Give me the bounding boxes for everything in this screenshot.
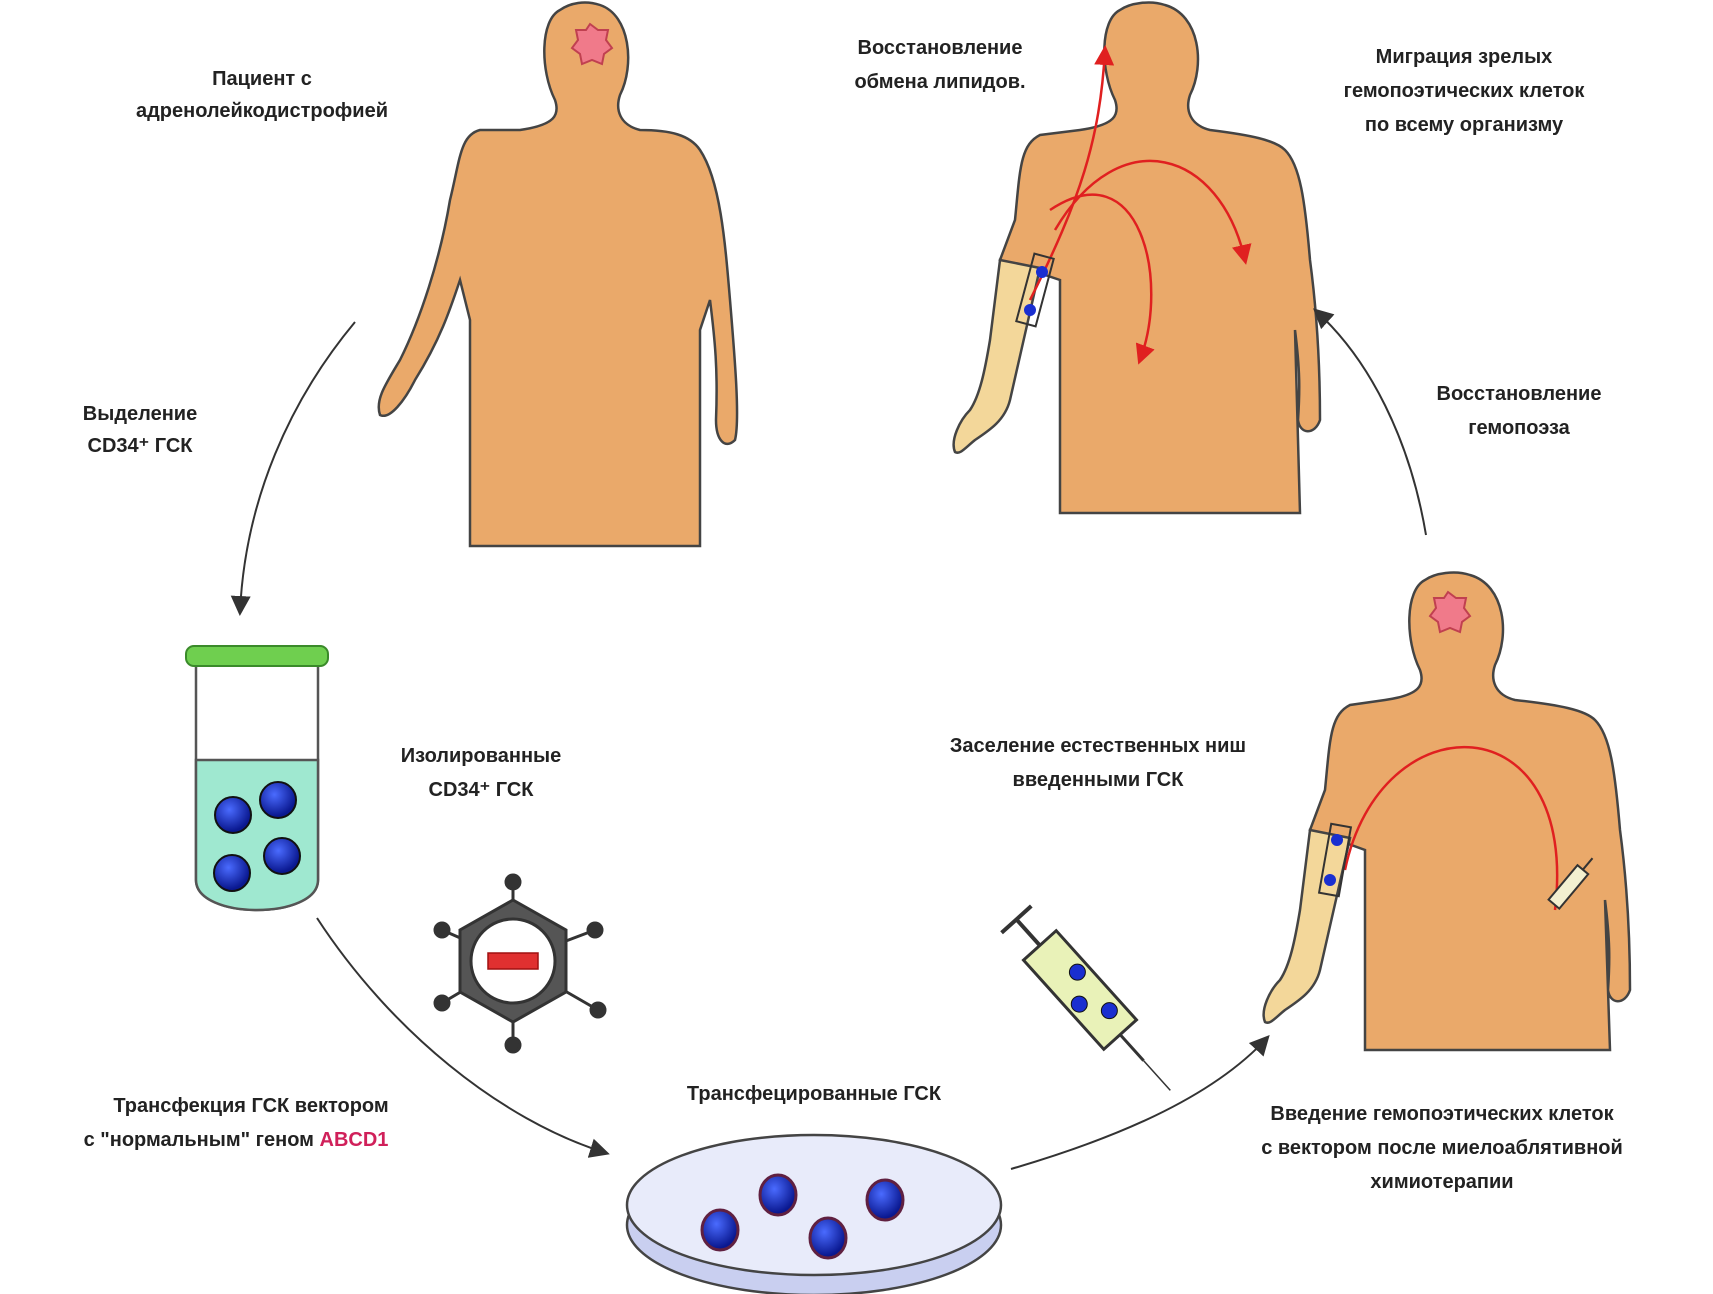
recovered-patient-figure bbox=[952, 1, 1322, 515]
arrow-isolation bbox=[230, 321, 356, 616]
small-syringe-icon bbox=[1547, 857, 1594, 911]
arrow-hematopoiesis bbox=[1313, 308, 1427, 536]
petri-dish-icon bbox=[625, 1133, 1003, 1294]
arrow-transfection bbox=[316, 917, 610, 1158]
brain-lesion-icon bbox=[570, 22, 614, 66]
test-tube-icon bbox=[185, 645, 329, 912]
transfected-cells-label: Трансфецированные ГСК bbox=[687, 1083, 942, 1105]
viral-vector-icon bbox=[433, 873, 607, 1054]
brain-lesion-icon bbox=[1428, 590, 1472, 634]
arrow-injection bbox=[1010, 1035, 1270, 1170]
patient-figure bbox=[377, 1, 739, 548]
treated-patient-figure bbox=[1262, 571, 1632, 1052]
syringe-icon bbox=[1000, 904, 1171, 1091]
